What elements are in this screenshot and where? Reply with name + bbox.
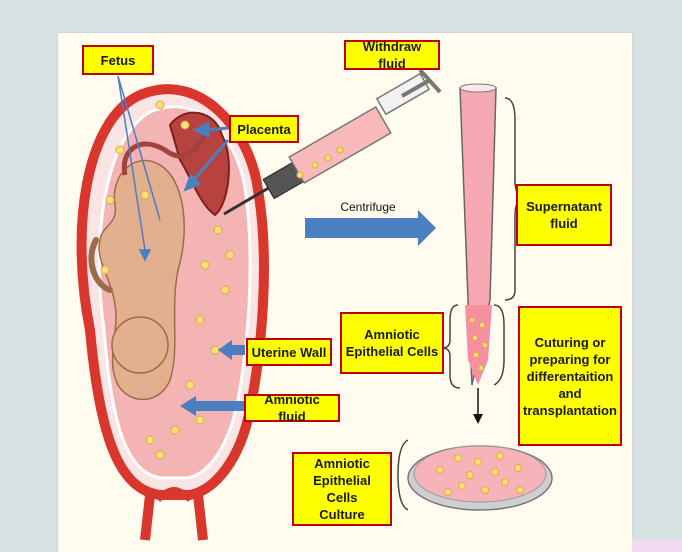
label-uterine-wall: Uterine Wall bbox=[246, 338, 332, 366]
label-amniotic-epithelial-cells-culture: Amniotic Epithelial Cells Culture bbox=[292, 452, 392, 526]
petri-dish-illustration bbox=[408, 446, 552, 510]
label-placenta: Placenta bbox=[229, 115, 299, 143]
label-culturing: Cuturing or preparing for differentaitio… bbox=[518, 306, 622, 446]
culture-brace bbox=[398, 440, 408, 510]
tube-to-dish-arrow bbox=[473, 388, 483, 424]
label-supernatant-fluid: Supernatant fluid bbox=[516, 184, 612, 246]
label-fetus: Fetus bbox=[82, 45, 154, 75]
test-tube-illustration bbox=[460, 84, 496, 385]
label-amniotic-epithelial-cells: Amniotic Epithelial Cells bbox=[340, 312, 444, 374]
tube-right-brace bbox=[494, 305, 504, 385]
centrifuge-arrow bbox=[305, 210, 436, 246]
label-centrifuge: Centrifuge bbox=[318, 200, 418, 214]
corner-strip bbox=[632, 540, 682, 552]
label-withdraw-fluid: Withdraw fluid bbox=[344, 40, 440, 70]
label-amniotic-fluid: Amniotic fluid bbox=[244, 394, 340, 422]
cells-brace bbox=[442, 305, 460, 388]
